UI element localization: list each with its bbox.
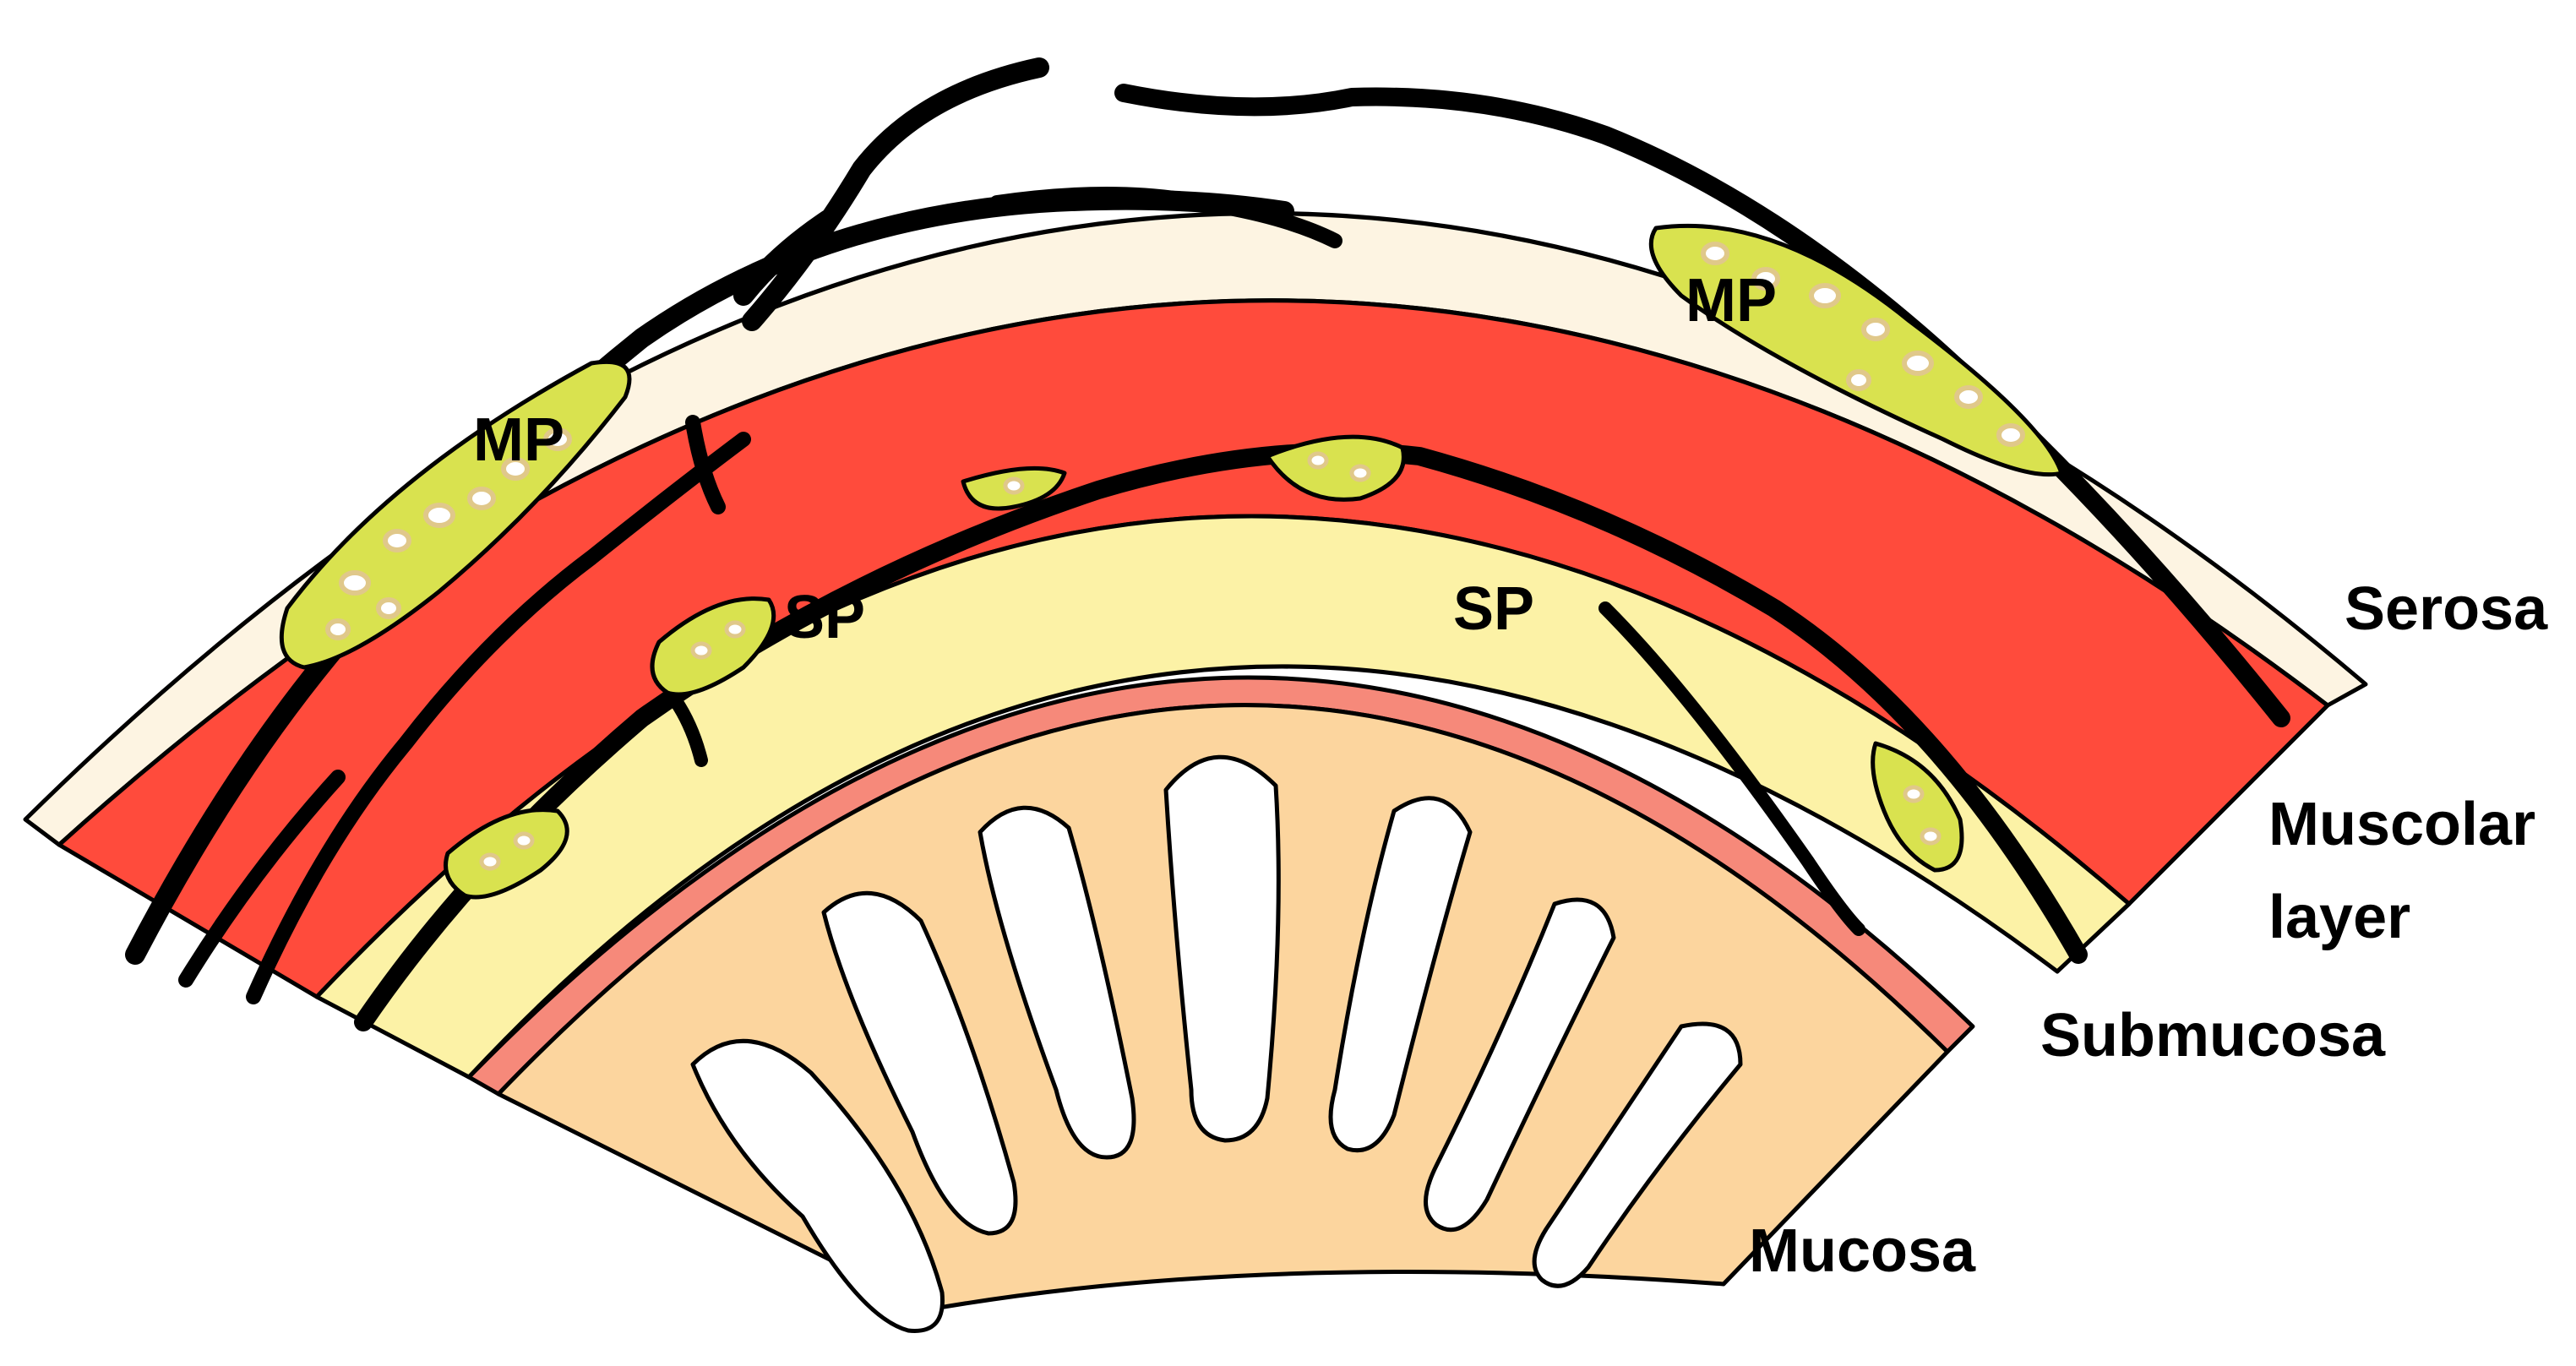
mucosal-fold [1424,897,1616,1233]
label-sp-right: SP [1453,575,1534,643]
ganglion-cells [1701,242,2025,447]
label-mp-left: MP [473,406,564,474]
ganglion-sp-4 [1265,434,1406,502]
mucosal-fold [1163,754,1281,1143]
label-muscular-line1: Muscolar [2268,791,2535,858]
ganglion-cells [325,427,572,640]
ganglion-sp-2 [650,596,776,697]
mucosal-fold [821,890,1018,1236]
submucosa-layer [314,514,2132,1080]
ganglion-cells [479,451,1942,871]
label-mp-right: MP [1686,267,1777,335]
myenteric-plexus [125,57,2290,1004]
submucosal-plexus [354,434,2088,1031]
label-muscular-line2: layer [2268,884,2410,951]
ganglion-mp-right [1648,223,2064,477]
label-mucosa: Mucosa [1749,1217,1976,1285]
mucosal-fold [690,1038,945,1333]
label-sp-left: SP [784,584,865,651]
label-serosa: Serosa [2345,575,2548,643]
mucosal-fold [1532,1021,1743,1288]
label-submucosa: Submucosa [2040,1002,2386,1069]
mucosal-fold [1328,796,1473,1153]
ganglion-sp-1 [444,808,569,900]
ganglion-mp-left [279,359,632,670]
mucosal-fold [978,805,1136,1160]
mucosal-folds [690,754,1743,1333]
